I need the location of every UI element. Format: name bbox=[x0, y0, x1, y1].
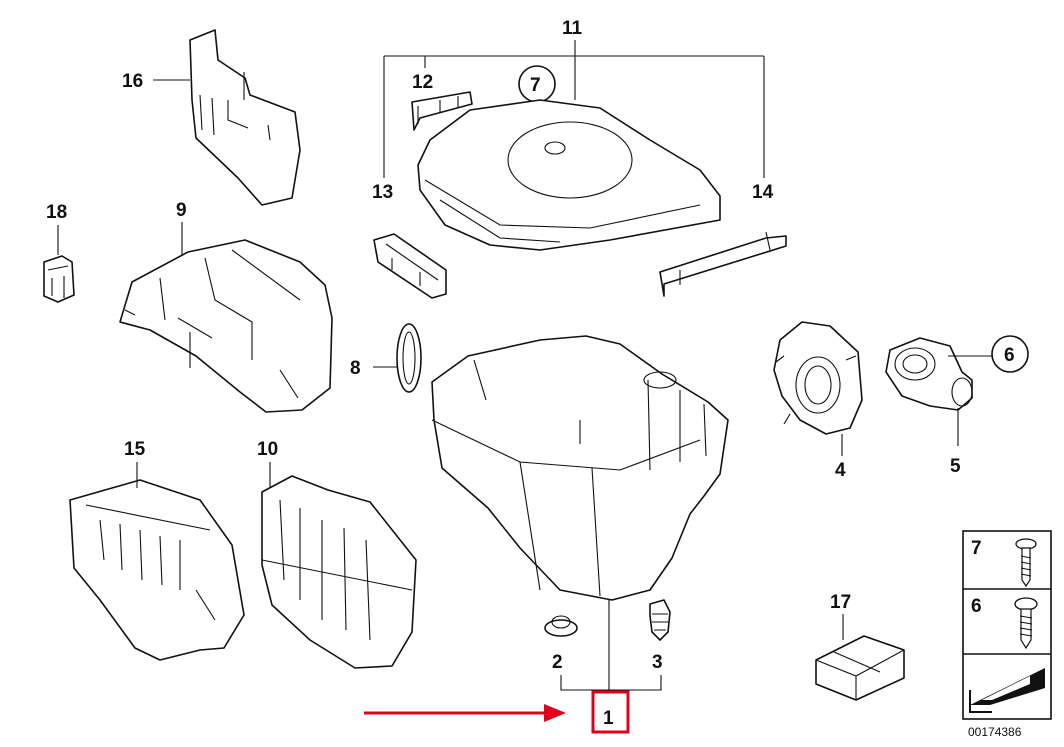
part-2-grommet bbox=[544, 615, 578, 637]
part-8-grommet bbox=[396, 323, 422, 393]
part-18-clip bbox=[43, 255, 75, 303]
screw-6-icon bbox=[1014, 597, 1038, 650]
svg-text:7: 7 bbox=[530, 75, 541, 96]
callout-18: 18 bbox=[46, 202, 67, 223]
callout-10: 10 bbox=[257, 439, 278, 460]
callout-15: 15 bbox=[124, 439, 146, 460]
part-15-holder bbox=[69, 479, 245, 661]
callout-12: 12 bbox=[412, 72, 433, 93]
callout-3: 3 bbox=[652, 652, 663, 673]
callout-14: 14 bbox=[752, 182, 774, 203]
part-3-valve bbox=[649, 599, 671, 641]
part-14-rail bbox=[659, 231, 787, 297]
part-1-housing bbox=[431, 335, 729, 601]
callout-8: 8 bbox=[350, 358, 361, 379]
part-10-holder bbox=[261, 475, 417, 669]
legend-item-7: 7 bbox=[971, 538, 982, 559]
screw-7-icon bbox=[1015, 538, 1037, 588]
callout-1: 1 bbox=[603, 708, 614, 729]
svg-text:6: 6 bbox=[1004, 345, 1015, 366]
leader-1-bracket bbox=[560, 600, 662, 691]
pointer-arrow bbox=[364, 704, 566, 722]
callout-5: 5 bbox=[950, 456, 961, 477]
part-11-cover bbox=[417, 99, 721, 251]
part-4-housing bbox=[773, 321, 863, 435]
fastener-legend: 7 6 bbox=[962, 530, 1052, 720]
part-13-clip bbox=[373, 233, 447, 299]
callout-6-circled: 6 bbox=[991, 335, 1029, 373]
part-5-elbow bbox=[885, 337, 973, 411]
legend-item-6: 6 bbox=[971, 596, 982, 617]
leader-11-bracket bbox=[383, 40, 765, 178]
callout-1-highlight bbox=[591, 690, 630, 734]
part-12-clip bbox=[411, 91, 473, 131]
callout-16: 16 bbox=[122, 71, 143, 92]
part-9-holder bbox=[119, 239, 333, 413]
callout-9: 9 bbox=[176, 200, 187, 221]
callout-2: 2 bbox=[552, 652, 563, 673]
callout-11: 11 bbox=[562, 18, 583, 39]
callout-7-circled: 7 bbox=[518, 65, 556, 103]
callout-17: 17 bbox=[830, 592, 851, 613]
callout-4: 4 bbox=[835, 460, 846, 481]
diagram-id: 00174386 bbox=[968, 725, 1022, 739]
corner-arrow-icon bbox=[969, 668, 1045, 713]
part-17-block bbox=[815, 635, 905, 701]
callout-13: 13 bbox=[372, 182, 393, 203]
part-16-bracket bbox=[189, 29, 301, 206]
